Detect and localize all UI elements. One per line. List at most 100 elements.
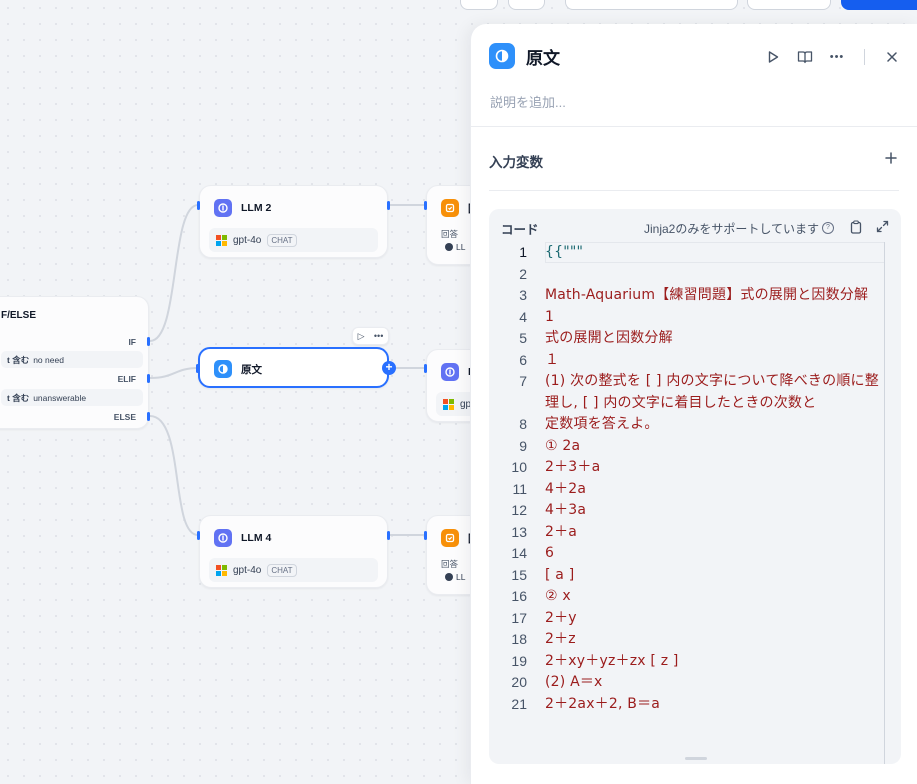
- run-node-icon[interactable]: ▷: [357, 330, 365, 341]
- llm2-in-handle[interactable]: [197, 201, 200, 210]
- line-number: 9: [519, 437, 527, 454]
- add-variable-icon[interactable]: [885, 148, 897, 169]
- line-number: 21: [511, 695, 527, 712]
- code-line[interactable]: 2: [489, 264, 885, 286]
- condition-2[interactable]: t 含む unanswerable: [1, 389, 143, 406]
- template-icon: [214, 360, 232, 378]
- original-node[interactable]: 原文: [198, 347, 389, 388]
- code-text: 6: [545, 545, 555, 561]
- line-number: 6: [519, 351, 527, 368]
- llm2-badge: CHAT: [267, 233, 297, 247]
- line-number: 14: [511, 545, 527, 561]
- ifelse-node[interactable]: F/ELSE IF t 含む no need ELIF t 含む unanswe…: [0, 296, 149, 429]
- scrollbar[interactable]: [884, 242, 885, 764]
- answer-top-ref-text: LL: [456, 242, 466, 252]
- code-text: Math-Aquarium【練習問題】式の展開と因数分解: [545, 287, 869, 303]
- divider: [489, 190, 899, 191]
- code-text: 4＋3a: [545, 502, 587, 518]
- line-number: 2: [519, 265, 527, 282]
- code-line[interactable]: 19 2＋xy＋yz＋zx [ z ]: [489, 651, 885, 673]
- help-icon[interactable]: ?: [822, 222, 834, 234]
- close-icon[interactable]: [883, 48, 901, 66]
- answer-bottom-sub: 回答: [441, 559, 459, 569]
- llm4-model-name: gpt-4o: [233, 564, 262, 576]
- description-input[interactable]: 説明を追加...: [490, 95, 566, 110]
- line-number: 5: [519, 330, 527, 346]
- resize-handle[interactable]: [685, 757, 707, 760]
- line-number: 1: [519, 244, 527, 260]
- llm4-title: LLM 4: [241, 532, 272, 544]
- node-mini-actions[interactable]: ▷ •••: [352, 327, 389, 345]
- panel-title[interactable]: 原文: [526, 48, 560, 68]
- code-text: 2＋z: [545, 631, 576, 647]
- condition-1-op: t 含む: [7, 354, 30, 365]
- llm4-out-handle[interactable]: [387, 531, 390, 540]
- copy-icon[interactable]: [850, 219, 862, 237]
- llm-ref-icon: [445, 243, 453, 251]
- run-step-icon[interactable]: [764, 48, 782, 66]
- docs-book-icon[interactable]: [796, 48, 814, 66]
- code-text: 4＋2a: [545, 480, 587, 497]
- code-text: 2＋xy＋yz＋zx [ z ]: [545, 652, 679, 669]
- code-text: 2＋a: [545, 523, 578, 540]
- llm4-node[interactable]: LLM 4 gpt-4o CHAT: [199, 515, 388, 588]
- answer-bottom-in-handle[interactable]: [424, 531, 427, 540]
- llm-mid-in-handle[interactable]: [424, 364, 427, 373]
- llm4-in-handle[interactable]: [197, 531, 200, 540]
- expand-icon[interactable]: [876, 220, 889, 237]
- line-number: 20: [511, 674, 527, 690]
- line-number: 19: [511, 652, 527, 669]
- toolbar-separator: [864, 49, 865, 65]
- code-text: 2＋y: [545, 609, 577, 626]
- llm2-title: LLM 2: [241, 202, 272, 214]
- llm2-node[interactable]: LLM 2 gpt-4o CHAT: [199, 185, 388, 258]
- code-line[interactable]: 15[ a ]: [489, 565, 885, 587]
- template-icon: [489, 43, 515, 69]
- if-handle[interactable]: [147, 337, 150, 346]
- answer-icon: [441, 199, 459, 217]
- code-line[interactable]: 5 式の展開と因数分解: [489, 328, 885, 350]
- if-label: IF: [128, 337, 136, 347]
- microsoft-icon: [216, 564, 227, 576]
- code-label: コード: [501, 222, 539, 237]
- llm2-model-name: gpt-4o: [233, 234, 262, 246]
- add-next-node-icon[interactable]: +: [382, 361, 396, 375]
- answer-bottom-ref: LL: [445, 572, 505, 582]
- code-line[interactable]: 7(1) 次の整式を [ ] 内の文字について降べきの順に整理し, [ ] 内の…: [489, 371, 885, 414]
- elif-label: ELIF: [117, 374, 136, 384]
- code-text: 式の展開と因数分解: [545, 330, 673, 346]
- divider: [471, 126, 917, 127]
- else-handle[interactable]: [147, 412, 150, 421]
- llm-mid-model-name: gp: [460, 398, 472, 410]
- more-options-icon[interactable]: •••: [829, 51, 845, 63]
- publish-button[interactable]: [841, 0, 917, 10]
- code-line[interactable]: 14 6: [489, 543, 885, 565]
- more-icon[interactable]: •••: [373, 331, 384, 341]
- code-text: 定数項を答えよ。: [545, 416, 659, 432]
- ifelse-title: F/ELSE: [1, 310, 37, 321]
- original-in-handle[interactable]: [196, 364, 199, 373]
- code-text: {{""": [545, 244, 584, 260]
- elif-handle[interactable]: [147, 374, 150, 383]
- code-line[interactable]: 1 {{""": [489, 242, 885, 264]
- condition-1[interactable]: t 含む no need: [1, 351, 143, 368]
- answer-top-in-handle[interactable]: [424, 201, 427, 210]
- llm2-out-handle[interactable]: [387, 201, 390, 210]
- code-text: ② x: [545, 588, 571, 604]
- code-line[interactable]: 20(2) A＝x: [489, 672, 885, 694]
